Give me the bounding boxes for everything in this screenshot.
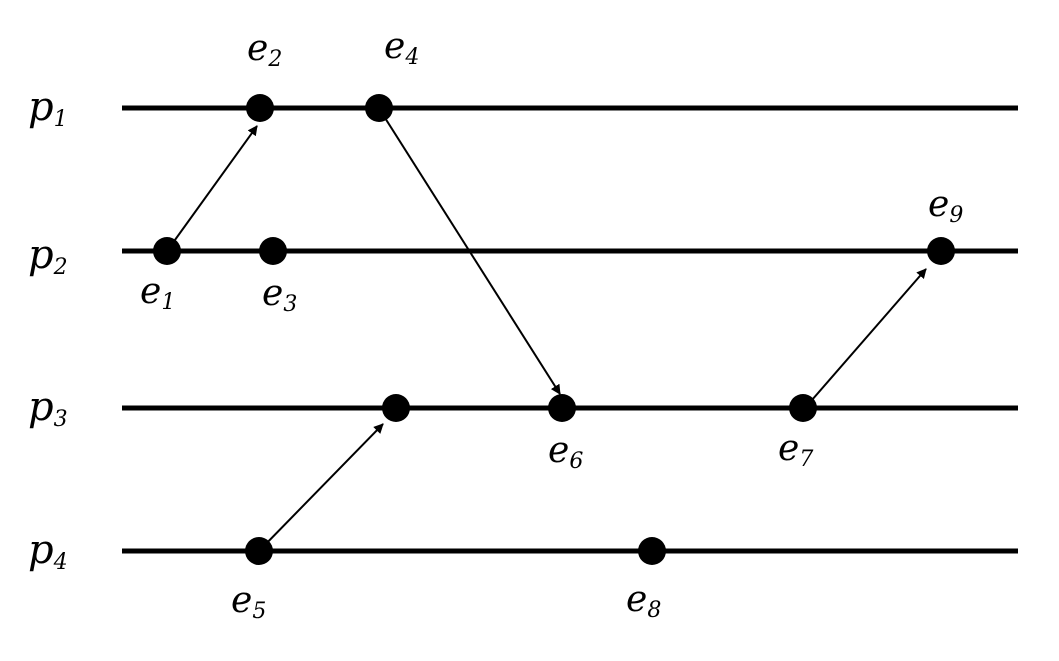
- event-dot-e3: [259, 237, 287, 265]
- event-label-e8: e8: [626, 579, 661, 623]
- event-dot-e1: [153, 237, 181, 265]
- event-label-e9: e9: [928, 184, 963, 228]
- event-dot-e9: [927, 237, 955, 265]
- event-label-e1: e1: [140, 271, 175, 315]
- message-arrow-e1-e2: [166, 125, 258, 252]
- event-dot-e5: [245, 537, 273, 565]
- event-dot-e6: [548, 394, 576, 422]
- event-dot-e4: [365, 94, 393, 122]
- event-label-e6: e6: [548, 430, 583, 474]
- process-label-p4: p4: [28, 527, 68, 575]
- event-label-e3: e3: [262, 273, 297, 317]
- message-arrow-e7-e9: [804, 268, 927, 409]
- event-dot-e8: [638, 537, 666, 565]
- event-dot-e2: [246, 94, 274, 122]
- event-label-e4: e4: [384, 26, 419, 70]
- event-label-e7: e7: [778, 428, 813, 472]
- message-arrow-e5-p3: [258, 423, 384, 552]
- process-label-p1: p1: [28, 84, 68, 132]
- message-arrow-e4-e6: [379, 109, 561, 395]
- event-label-e2: e2: [247, 28, 282, 72]
- event-dot-p3-receive: [382, 394, 410, 422]
- process-label-p3: p3: [28, 384, 68, 432]
- process-label-p2: p2: [28, 232, 68, 280]
- event-label-e5: e5: [231, 580, 266, 624]
- event-dot-e7: [789, 394, 817, 422]
